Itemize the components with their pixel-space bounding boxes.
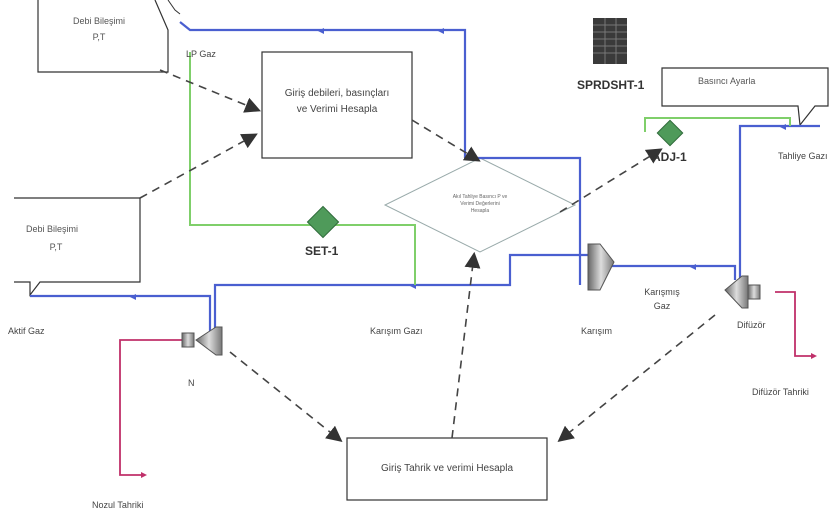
tag-set1[interactable]: SET-1	[305, 244, 339, 258]
box-giris-line2: ve Verimi Hesapla	[296, 104, 378, 115]
stream-aktif	[30, 294, 212, 335]
label-karisim-gaz-1: Karışmış	[644, 287, 680, 297]
box-tahrik	[346, 437, 548, 501]
stream-tahliye	[738, 124, 820, 282]
label-karisim-gaz-2: Gaz	[653, 301, 671, 311]
stream-difuzor	[775, 291, 815, 357]
note-debi-left-line2: P,T	[49, 242, 63, 252]
mixer-icon	[587, 243, 615, 291]
spreadsheet-icon	[593, 18, 627, 64]
nozzle-n-icon	[181, 326, 223, 356]
set1-diamond	[306, 205, 340, 239]
label-lp-gaz: LP Gaz	[186, 49, 216, 59]
tag-sprdsht[interactable]: SPRDSHT-1	[577, 78, 645, 92]
decision-line1: Akıl Tahliye Basıncı P ve	[452, 194, 508, 200]
decision-line3: Hesapla	[470, 208, 490, 214]
decision-line2: Verimi Değerlerini	[460, 201, 500, 207]
label-nozul-tahriki: Nozul Tahriki	[92, 500, 144, 510]
note-debi-left	[14, 197, 141, 297]
stream-karisim-gaz	[612, 264, 737, 280]
label-karisim-gazi: Karışım Gazı	[370, 326, 423, 336]
adj1-diamond	[656, 119, 684, 147]
diffuser-icon	[724, 275, 761, 309]
stream-green-adj	[644, 117, 791, 132]
note-basinc-text: Basıncı Ayarla	[698, 76, 756, 86]
stream-green-set	[189, 52, 416, 285]
stream-karisim-gazi	[213, 253, 590, 335]
note-debi-top-line2: P,T	[92, 32, 106, 42]
note-debi-left-line1: Debi Bileşimi	[25, 224, 79, 234]
label-difuzor-tahriki: Difüzör Tahriki	[752, 387, 809, 397]
note-debi-top	[37, 0, 169, 73]
label-tahliye-gazi: Tahliye Gazı	[778, 151, 828, 161]
stream-nozul	[119, 339, 185, 476]
label-karisim: Karışım	[581, 326, 613, 336]
box-tahrik-text: Giriş Tahrik ve verimi Hesapla	[380, 463, 514, 474]
tag-adj1[interactable]: ADJ-1	[652, 150, 687, 164]
box-giris-line1: Giriş debileri, basınçları	[284, 88, 390, 99]
label-difuzor: Difüzör	[737, 320, 766, 330]
note-basinc	[661, 67, 829, 127]
decision-text: Akıl Tahliye Basıncı P ve Verimi Değerle…	[440, 194, 520, 215]
box-giris	[261, 51, 413, 159]
label-aktif-gaz: Aktif Gaz	[8, 326, 45, 336]
box-giris-text: Giriş debileri, basınçları ve Verimi Hes…	[262, 86, 412, 118]
note-debi-top-line1: Debi Bileşimi	[72, 16, 126, 26]
label-n: N	[188, 378, 195, 388]
stream-lp-gaz	[179, 21, 467, 158]
